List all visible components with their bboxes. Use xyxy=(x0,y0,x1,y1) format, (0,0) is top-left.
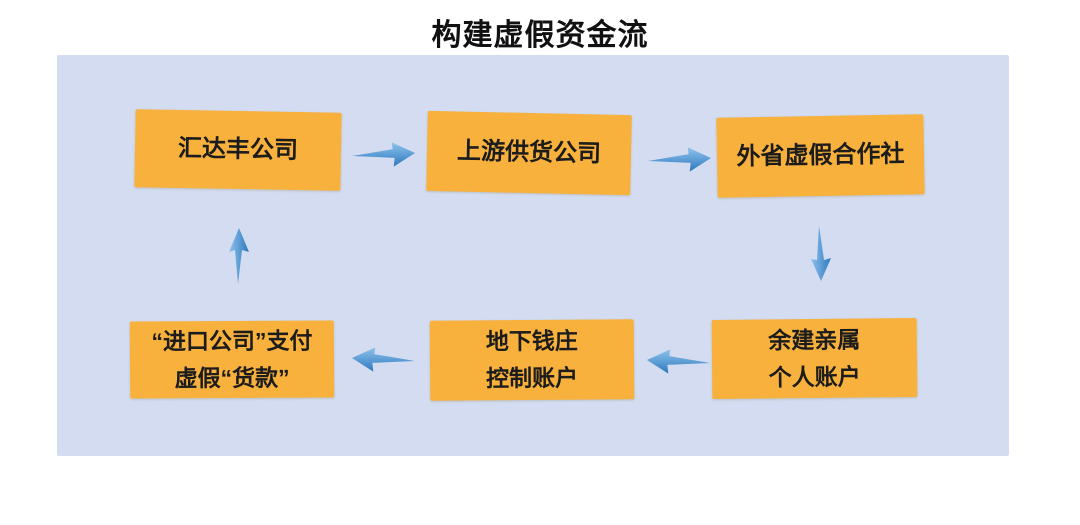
arrow-left-icon xyxy=(351,347,415,372)
node-label: 控制账户 xyxy=(486,364,579,392)
node-underground-bank-accounts: 地下钱庄 控制账户 xyxy=(429,319,635,401)
node-label: 外省虚假合作社 xyxy=(736,140,905,171)
node-import-company-fake-payment: “进口公司”支付 虚假“货款” xyxy=(129,320,335,399)
node-label: 汇达丰公司 xyxy=(177,134,299,164)
node-upstream-supplier: 上游供货公司 xyxy=(426,110,632,196)
node-label: 虚假“货款” xyxy=(174,364,290,391)
arrow-down-icon xyxy=(811,226,831,281)
arrow-right-icon xyxy=(648,147,712,172)
arrow-up-icon xyxy=(229,228,249,284)
node-label: 上游供货公司 xyxy=(456,137,602,168)
node-huidafeng-company: 汇达丰公司 xyxy=(134,109,342,191)
node-out-of-province-fake-cooperative: 外省虚假合作社 xyxy=(716,114,925,198)
node-label: 余建亲属 xyxy=(768,326,861,354)
node-label: 地下钱庄 xyxy=(485,327,578,355)
arrow-left-icon xyxy=(646,349,710,374)
diagram-title: 构建虚假资金流 xyxy=(431,19,649,52)
node-label: “进口公司”支付 xyxy=(151,327,313,355)
node-yujian-relatives-accounts: 余建亲属 个人账户 xyxy=(711,317,918,400)
arrow-right-icon xyxy=(352,142,416,167)
node-label: 个人账户 xyxy=(768,363,861,390)
